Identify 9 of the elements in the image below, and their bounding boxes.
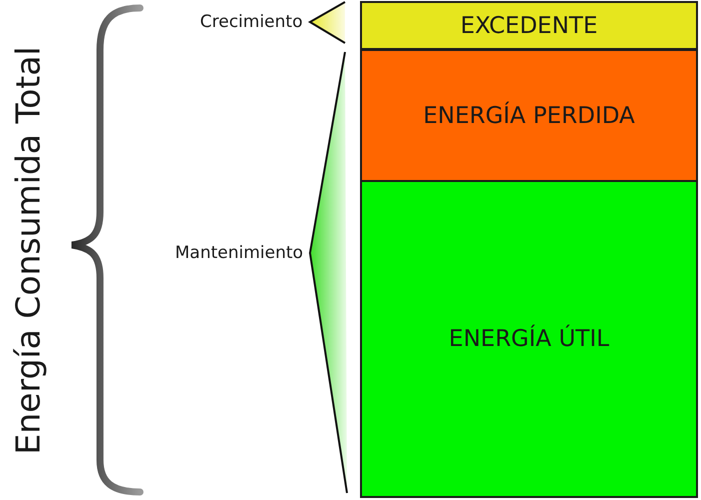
segment-label: ENERGÍA ÚTIL <box>448 326 610 352</box>
bar-segment <box>360 49 698 182</box>
bracket-label: Crecimiento <box>200 14 303 30</box>
segment-label: EXCEDENTE <box>460 12 598 38</box>
segment-label: ENERGÍA PERDIDA <box>423 102 635 128</box>
brace-label: Energía Consumida Total <box>12 46 45 454</box>
bracket-label: Mantenimiento <box>175 244 304 262</box>
bar-segment <box>360 1 698 50</box>
bar-segment <box>360 180 698 498</box>
